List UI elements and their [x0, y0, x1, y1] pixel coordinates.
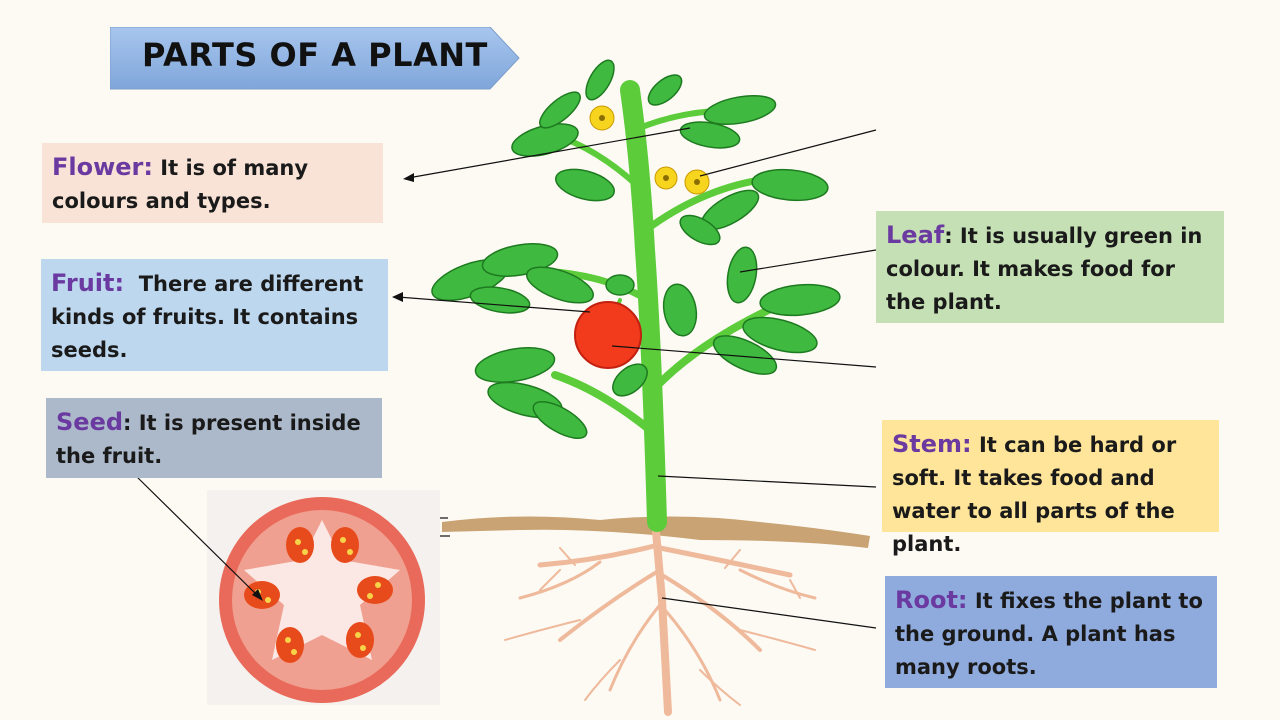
root-term: Root:	[895, 586, 968, 614]
flower-term: Flower:	[52, 153, 153, 181]
tomato-slice-image	[207, 490, 440, 705]
arrowheads	[252, 173, 414, 601]
roots	[504, 516, 817, 716]
stem-description: It can be hard or soft. It takes food an…	[892, 433, 1177, 556]
seed-label-box: Seed: It is present inside the fruit.	[46, 398, 382, 478]
seed-term: Seed	[56, 408, 124, 436]
title-banner	[110, 27, 520, 90]
leaf-label-box: Leaf: It is usually green in colour. It …	[876, 211, 1224, 323]
fruit-description: There are different kinds of fruits. It …	[51, 272, 371, 362]
root-label-box: Root: It fixes the plant to the ground. …	[885, 576, 1217, 688]
stem-term: Stem:	[892, 430, 972, 458]
root-description: It fixes the plant to the ground. A plan…	[895, 589, 1203, 679]
stem-label-box: Stem: It can be hard or soft. It takes f…	[882, 420, 1219, 556]
leaf-term: Leaf	[886, 221, 945, 249]
leaf-description: : It is usually green in colour. It make…	[886, 224, 1203, 314]
flower-centers	[599, 115, 700, 185]
flower-description: It is of many colours and types.	[52, 156, 309, 213]
fruit-label-box: Fruit: There are different kinds of frui…	[41, 259, 388, 371]
flower-label-box: Flower: It is of many colours and types.	[42, 143, 383, 223]
page-title: PARTS OF A PLANT	[142, 36, 488, 74]
pointer-lines	[134, 127, 877, 629]
seed-description: : It is present inside the fruit.	[56, 411, 361, 468]
fruit-term: Fruit:	[51, 269, 125, 297]
tomato-fruit	[574, 301, 642, 369]
